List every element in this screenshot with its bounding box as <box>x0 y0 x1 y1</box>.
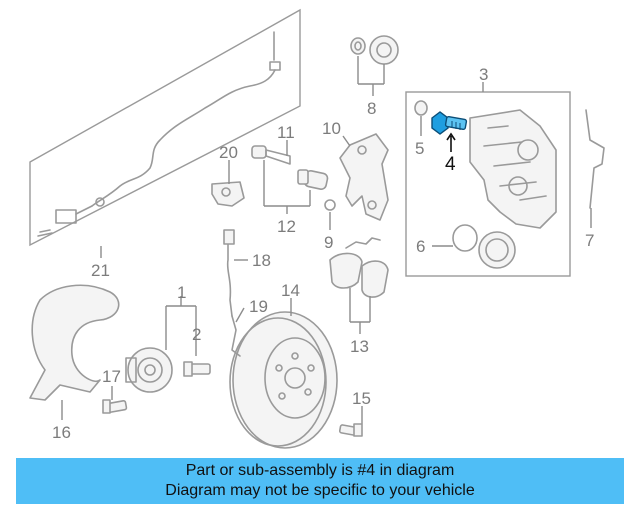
lead-8 <box>357 56 385 96</box>
bleeder-bolt <box>338 423 363 437</box>
lead-19 <box>235 307 245 323</box>
callout-12: 12 <box>277 217 296 236</box>
sensor-cable-group <box>29 8 301 247</box>
callout-17: 17 <box>102 367 121 386</box>
banner-line-2: Diagram may not be specific to your vehi… <box>165 482 475 499</box>
callout-5: 5 <box>415 139 424 158</box>
caliper-bolt-washer <box>414 100 428 116</box>
callout-8: 8 <box>367 99 376 118</box>
callout-19: 19 <box>249 297 268 316</box>
callout-4: 4 <box>445 154 456 175</box>
parts-diagram: 1 2 3 4 5 6 7 8 9 10 11 12 13 14 15 16 1… <box>29 8 605 449</box>
lead-13 <box>349 288 371 334</box>
sensor-cable <box>91 69 276 207</box>
sensor-cable-top-connector <box>269 31 281 71</box>
callout-14: 14 <box>281 281 300 300</box>
group-21-frame <box>29 8 301 247</box>
callout-6: 6 <box>416 237 425 256</box>
group-3-frame <box>405 91 571 277</box>
lead-10 <box>342 135 351 147</box>
hub-bolt <box>183 361 211 377</box>
sensor-plug <box>55 209 77 224</box>
callout-18: 18 <box>252 251 271 270</box>
callout-2: 2 <box>192 325 201 344</box>
guide-pin-bracket <box>211 181 245 207</box>
callout-21: 21 <box>91 261 110 280</box>
brake-caliper <box>469 109 557 229</box>
speed-sensor <box>223 229 241 357</box>
banner-line-1: Part or sub-assembly is #4 in diagram <box>185 462 455 479</box>
brake-rotor <box>229 311 338 449</box>
wheel-hub <box>125 347 173 393</box>
guide-pins <box>251 145 329 190</box>
callout-11: 11 <box>277 123 295 142</box>
callout-1: 1 <box>177 283 186 302</box>
lead-12 <box>263 160 311 214</box>
lead-1 <box>165 296 197 356</box>
callout-15: 15 <box>352 389 371 408</box>
dust-shield-shape <box>29 284 120 401</box>
shield-bolt <box>102 399 128 414</box>
piston-seals <box>452 224 516 269</box>
callout-13: 13 <box>350 337 369 356</box>
dust-shield <box>29 284 120 401</box>
part-info-banner: Part or sub-assembly is #4 in diagram Di… <box>16 458 624 504</box>
caliper-bracket <box>339 133 389 221</box>
washer <box>324 199 336 211</box>
anti-rattle-spring <box>585 109 605 209</box>
callout-7: 7 <box>585 231 594 250</box>
callout-9: 9 <box>324 233 333 252</box>
caliper-seal-kit <box>350 35 399 65</box>
callout-3: 3 <box>479 65 488 84</box>
sensor-bracket <box>231 315 241 357</box>
brake-pads <box>329 237 389 298</box>
callout-10: 10 <box>322 119 341 138</box>
caliper-bolt-highlighted[interactable] <box>431 111 468 135</box>
callout-20: 20 <box>219 143 238 162</box>
lead-4 <box>446 132 456 152</box>
sensor-clip <box>37 229 53 237</box>
callout-16: 16 <box>52 423 71 442</box>
